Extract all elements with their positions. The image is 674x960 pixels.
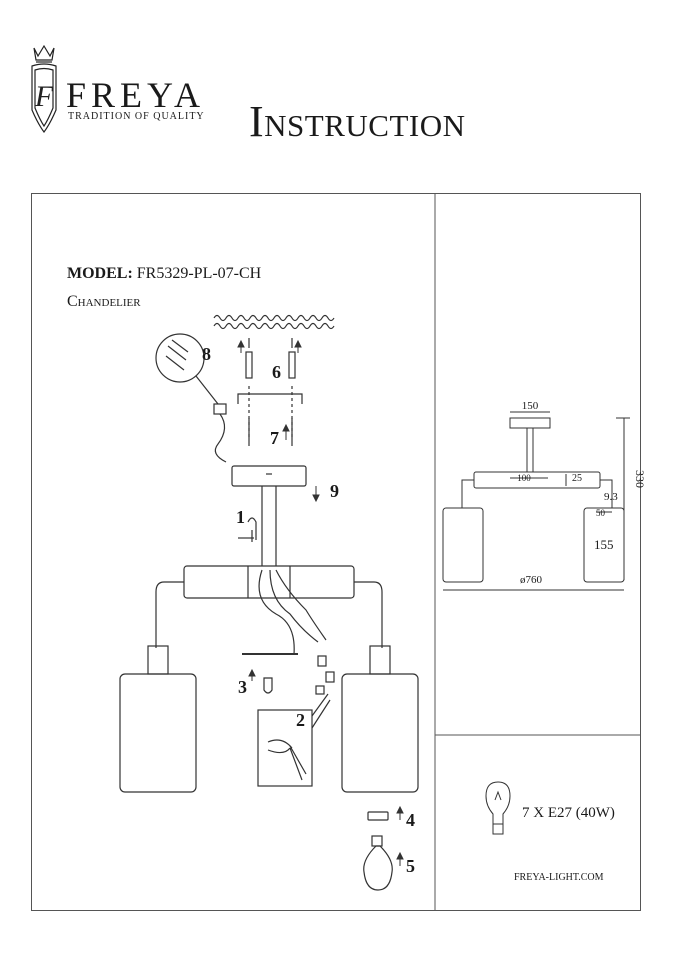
right-shade: [341, 673, 419, 793]
wall-plug: [245, 351, 253, 379]
logo-letter: F: [34, 80, 54, 113]
dim-height-label: 330: [633, 470, 647, 488]
step-6-label: 6: [272, 362, 281, 382]
terminal-detail: [155, 333, 205, 383]
wall-plug: [288, 351, 296, 379]
step-8-label: 8: [202, 344, 211, 364]
website-url: FREYA-LIGHT.COM: [514, 872, 604, 883]
crown-icon: [33, 44, 55, 61]
step-7-label: 7: [270, 428, 279, 448]
step-4-label: 4: [406, 810, 415, 830]
dim-arm-label: 25: [572, 473, 582, 484]
lightbulb-icon: [485, 781, 511, 835]
dim-span-label: ø760: [520, 574, 543, 586]
left-arm: [155, 581, 184, 648]
step-5-label: 5: [406, 856, 415, 876]
right-arm: [354, 581, 383, 648]
brand-tagline: TRADITION OF QUALITY: [68, 111, 205, 122]
dim-offset-label: 9.3: [604, 491, 618, 503]
bulb-icon: [363, 845, 393, 891]
instruction-frame: [31, 193, 641, 911]
dim-socket-label: 50: [596, 508, 606, 518]
model-line: MODEL: FR5329-PL-07-CH: [67, 265, 261, 283]
step-2-label: 2: [296, 710, 305, 730]
document-title: Instruction: [249, 97, 466, 146]
model-code: FR5329-PL-07-CH: [136, 265, 262, 282]
step-3-label: 3: [238, 677, 247, 697]
ceiling-hatch: [213, 314, 335, 330]
bulb-spec: 7 X E27 (40W): [522, 805, 615, 821]
brand-name: FREYA: [66, 75, 206, 115]
dim-rod-label: 100: [517, 473, 531, 483]
dim-canopy: [509, 417, 551, 429]
dim-canopy-label: 150: [522, 400, 539, 412]
brand-logo: F: [31, 44, 57, 134]
ring-icon: [367, 811, 389, 821]
dim-shade-label: 155: [594, 537, 614, 552]
step-1-label: 1: [236, 507, 245, 527]
pliers-box: [257, 709, 313, 787]
product-type: Chandelier: [67, 293, 141, 310]
left-shade: [119, 673, 197, 793]
model-label: MODEL:: [67, 265, 133, 282]
pliers-icon: [267, 739, 307, 781]
canopy: [231, 465, 307, 487]
step-9-label: 9: [330, 481, 339, 501]
mounting-bar: [237, 393, 303, 404]
